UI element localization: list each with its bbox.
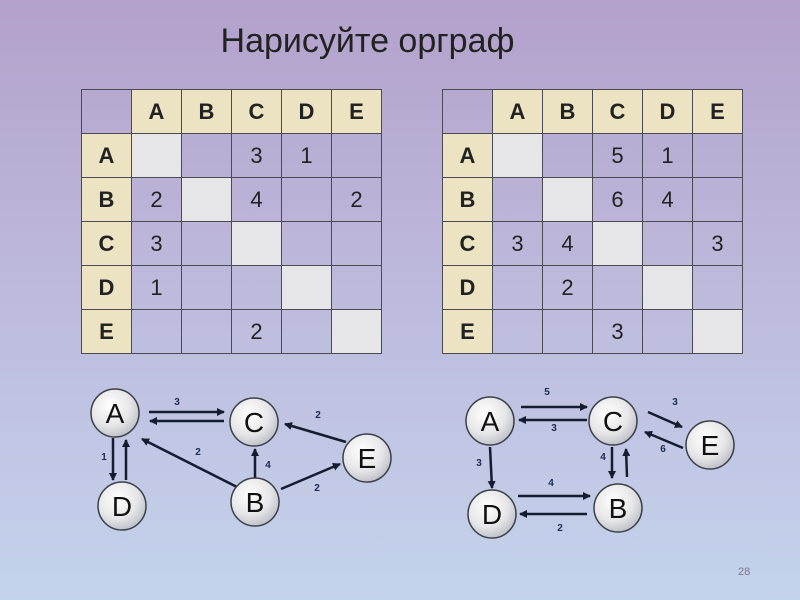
- node-label: A: [481, 406, 500, 437]
- node-label: C: [603, 406, 623, 437]
- row-header: B: [81, 177, 132, 222]
- edge-E-C: [284, 422, 347, 444]
- edge-weight-label: 3: [672, 397, 678, 408]
- node-label: E: [358, 443, 377, 474]
- node-B: [593, 483, 643, 533]
- weight-cell: [592, 265, 643, 310]
- weight-cell: 6: [592, 177, 643, 222]
- edge-weight-label: 5: [544, 387, 550, 398]
- column-header: B: [181, 89, 232, 134]
- weight-cell: [692, 177, 743, 222]
- weight-cell: 3: [592, 309, 643, 354]
- node-A: [90, 388, 140, 438]
- row-header: E: [81, 309, 132, 354]
- row-header: D: [81, 265, 132, 310]
- page-number: 28: [738, 566, 751, 578]
- weight-cell: [542, 133, 593, 178]
- edge-weight-label: 3: [551, 423, 557, 434]
- weight-cell: [492, 265, 543, 310]
- weight-cell: 3: [231, 133, 282, 178]
- node-B: [230, 477, 280, 527]
- weight-cell: 2: [131, 177, 182, 222]
- node-C: [588, 396, 638, 446]
- node-label: D: [482, 499, 502, 530]
- row-header: A: [81, 133, 132, 178]
- edge-A-D: [487, 446, 496, 489]
- edge-C-E: [647, 410, 683, 429]
- edge-weight-label: 3: [174, 397, 180, 408]
- weight-cell: [642, 265, 693, 310]
- node-label: C: [244, 407, 264, 438]
- weight-cell: 1: [131, 265, 182, 310]
- edge-B-C: [622, 448, 631, 478]
- column-header: E: [331, 89, 382, 134]
- weight-cell: 1: [281, 133, 332, 178]
- weight-cell: 4: [542, 221, 593, 266]
- edge-B-E: [280, 462, 341, 491]
- weight-cell: [542, 309, 593, 354]
- node-label: B: [246, 487, 265, 518]
- slide-title: Нарисуйте орграф: [220, 22, 515, 60]
- weight-cell: [331, 309, 382, 354]
- node-label: A: [106, 398, 125, 429]
- weight-cell: [692, 309, 743, 354]
- row-header: E: [442, 309, 493, 354]
- node-label: E: [701, 430, 720, 461]
- corner-cell: [81, 89, 132, 134]
- row-header: B: [442, 177, 493, 222]
- node-D: [97, 481, 147, 531]
- node-C: [229, 397, 279, 447]
- weight-cell: 2: [331, 177, 382, 222]
- edge-E-C: [644, 430, 684, 450]
- weight-cell: [281, 221, 332, 266]
- node-label: B: [609, 493, 628, 524]
- weight-cell: [181, 265, 232, 310]
- edge-weight-label: 2: [315, 410, 321, 421]
- node-A: [465, 396, 515, 446]
- edge-weight-label: 3: [476, 458, 482, 469]
- weight-cell: [692, 265, 743, 310]
- node-D: [467, 489, 517, 539]
- edge-weight-label: 1: [101, 452, 107, 463]
- node-label: D: [112, 491, 132, 522]
- column-header: D: [642, 89, 693, 134]
- node-E: [685, 420, 735, 470]
- weight-cell: [492, 309, 543, 354]
- column-header: E: [692, 89, 743, 134]
- weight-cell: [281, 309, 332, 354]
- edge-weight-label: 2: [314, 483, 320, 494]
- row-header: D: [442, 265, 493, 310]
- weight-cell: [692, 133, 743, 178]
- edge-weight-label: 2: [195, 447, 201, 458]
- edge-weight-label: 4: [265, 460, 271, 471]
- weight-cell: [181, 309, 232, 354]
- edge-weight-label: 2: [557, 523, 563, 534]
- corner-cell: [442, 89, 493, 134]
- node-E: [342, 433, 392, 483]
- weight-cell: [331, 133, 382, 178]
- edge-weight-label: 4: [548, 478, 554, 489]
- weight-cell: 4: [642, 177, 693, 222]
- weight-cell: [181, 133, 232, 178]
- edge-weight-label: 6: [660, 444, 666, 455]
- row-header: A: [442, 133, 493, 178]
- weight-cell: [231, 221, 282, 266]
- edge-weight-label: 4: [600, 452, 606, 463]
- edge-B-A: [141, 437, 238, 489]
- weight-cell: [642, 221, 693, 266]
